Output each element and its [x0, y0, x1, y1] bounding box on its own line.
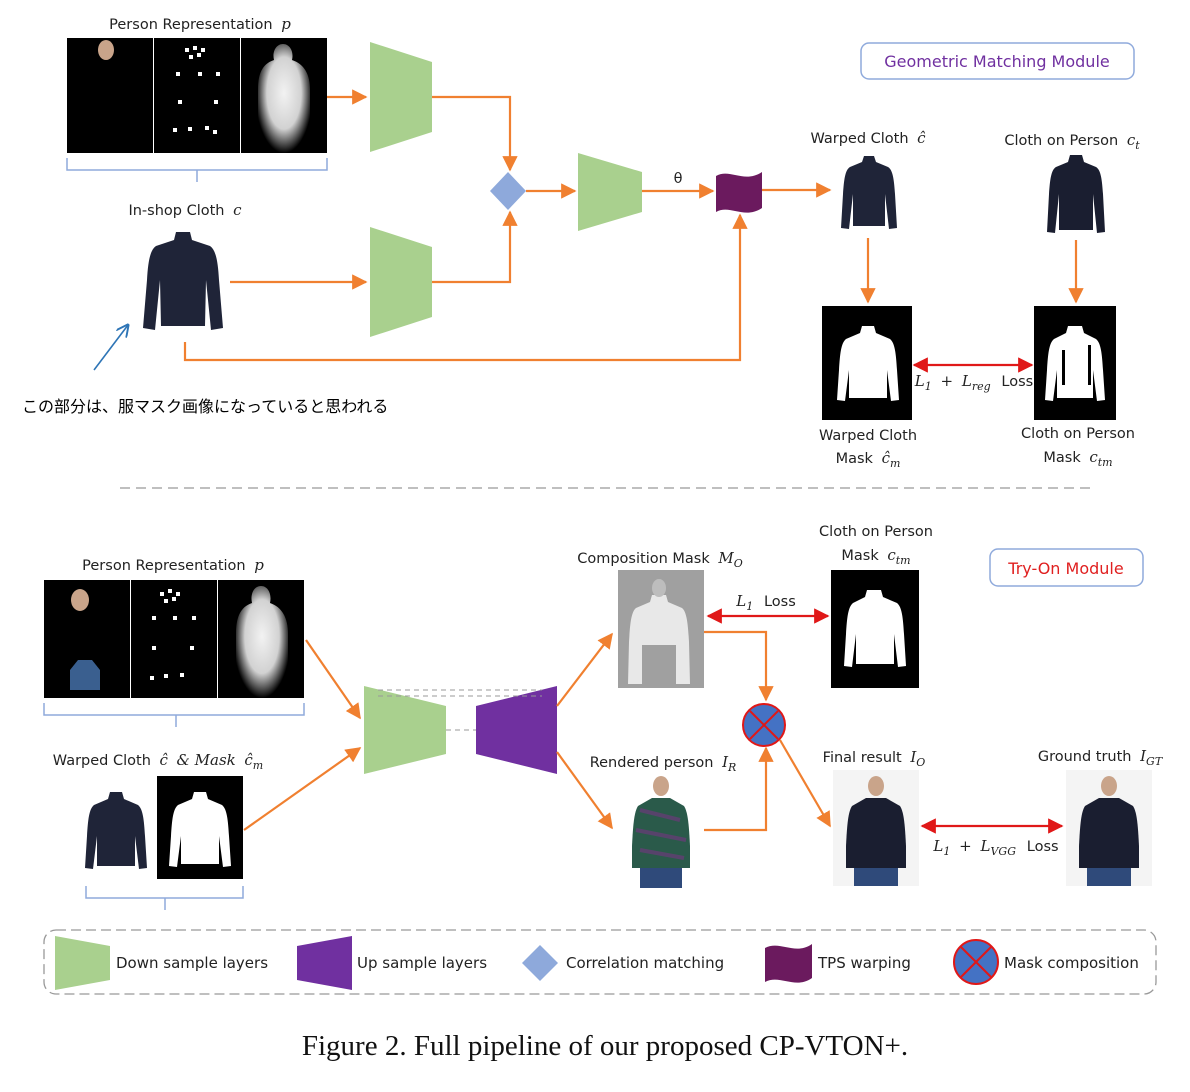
gmm-inshop-label: In-shop Cloth c	[128, 201, 242, 219]
legend: Down sample layers Up sample layers Corr…	[43, 929, 1157, 995]
legend-down-icon	[55, 936, 110, 990]
gmm-cop-mask-label-1: Cloth on Person	[1021, 426, 1135, 442]
tom-section: Person Representation p Warped Cloth ĉ &…	[43, 524, 1164, 910]
figure-caption: Figure 2. Full pipeline of our proposed …	[302, 1030, 908, 1062]
arrow-cloth-to-tps	[183, 213, 748, 362]
gmm-warped-label: Warped Cloth ĉ	[810, 129, 926, 147]
gmm-warped-mask-label-2: Mask ĉm	[836, 449, 901, 470]
legend-up-icon	[297, 936, 352, 990]
legend-tps-icon	[765, 944, 812, 983]
tom-bracket-top	[43, 703, 305, 727]
gmm-title: Geometric Matching Module	[884, 52, 1109, 71]
cloth-on-person-image	[1047, 155, 1105, 233]
gmm-annotation-note: この部分は、服マスク画像になっていると思われる	[22, 397, 388, 416]
tom-bracket-bottom	[85, 886, 244, 910]
legend-corr-icon	[522, 945, 558, 981]
face-thumbnail	[98, 40, 114, 60]
arrow-composition-to-final	[779, 739, 831, 828]
gmm-title-box	[860, 42, 1135, 80]
legend-corr-label: Correlation matching	[566, 954, 724, 972]
legend-tps-label: TPS warping	[817, 954, 911, 972]
tom-warped-label: Warped Cloth ĉ & Mask ĉm	[53, 751, 263, 772]
tom-final-label: Final result IO	[823, 748, 926, 769]
pose-keypoints	[173, 46, 220, 134]
tom-person-rep-images	[44, 580, 304, 698]
legend-mask-icon	[953, 939, 999, 985]
gmm-cloth-encoder	[370, 227, 432, 337]
tom-compmask-label: Composition Mask MO	[577, 549, 743, 570]
gmm-person-encoder	[370, 42, 432, 152]
annotation-arrow-icon	[93, 325, 128, 371]
gmm-section: Person Representation p In-shop Cloth c	[22, 15, 1140, 470]
gmm-loss-label: L1 + Lreg Loss	[914, 372, 1033, 394]
legend-up-label: Up sample layers	[357, 954, 487, 972]
arrow-rep-to-unet	[305, 639, 361, 720]
gmm-person-rep-images	[67, 38, 327, 153]
tom-cop-mask-label-1: Cloth on Person	[819, 524, 933, 540]
tom-title: Try-On Module	[1007, 559, 1123, 578]
tom-title-box	[989, 548, 1144, 587]
arrow-rendered-to-composition	[704, 746, 774, 832]
gmm-bracket	[66, 158, 328, 182]
body-shape-blur	[258, 44, 310, 153]
warped-mask-shape	[837, 326, 899, 401]
inshop-cloth-image	[135, 222, 230, 332]
arrow-unet-to-compmask	[556, 632, 613, 707]
tom-l1-loss-label: L1 Loss	[735, 592, 796, 614]
theta-label: θ	[674, 171, 683, 187]
tom-warped-cloth-image	[85, 792, 147, 869]
warped-cloth-image	[841, 156, 897, 229]
tom-encoder	[364, 686, 446, 774]
correlation-matching-icon	[490, 172, 526, 210]
arrow-enc2-to-corr	[432, 210, 518, 284]
gmm-warped-mask-label-1: Warped Cloth	[819, 428, 917, 444]
gmm-regressor	[578, 153, 642, 231]
arrow-warped-to-unet	[243, 747, 362, 831]
legend-down-label: Down sample layers	[116, 954, 268, 972]
tom-final-loss-label: L1 + LVGG Loss	[932, 837, 1058, 859]
legend-mask-label: Mask composition	[1004, 954, 1139, 972]
gmm-cop-label: Cloth on Person ct	[1004, 131, 1140, 152]
tom-gt-label: Ground truth IGT	[1038, 747, 1164, 768]
arrow-enc1-to-corr	[432, 95, 518, 172]
tom-person-rep-label: Person Representation p	[82, 556, 264, 574]
gmm-cop-mask-label-2: Mask ctm	[1043, 448, 1112, 469]
sweater-shape	[143, 232, 223, 330]
tps-warping-icon	[716, 172, 762, 213]
mask-composition-icon	[742, 703, 786, 747]
pose-keypoints-panel	[154, 38, 240, 153]
arrow-compmask-to-composition	[704, 630, 774, 702]
gmm-person-rep-label: Person Representation p	[109, 15, 291, 33]
tom-rendered-label: Rendered person IR	[590, 753, 737, 774]
tom-cop-mask-label-2: Mask ctm	[841, 546, 910, 567]
tom-decoder	[476, 686, 557, 774]
arrow-unet-to-rendered	[556, 751, 613, 830]
